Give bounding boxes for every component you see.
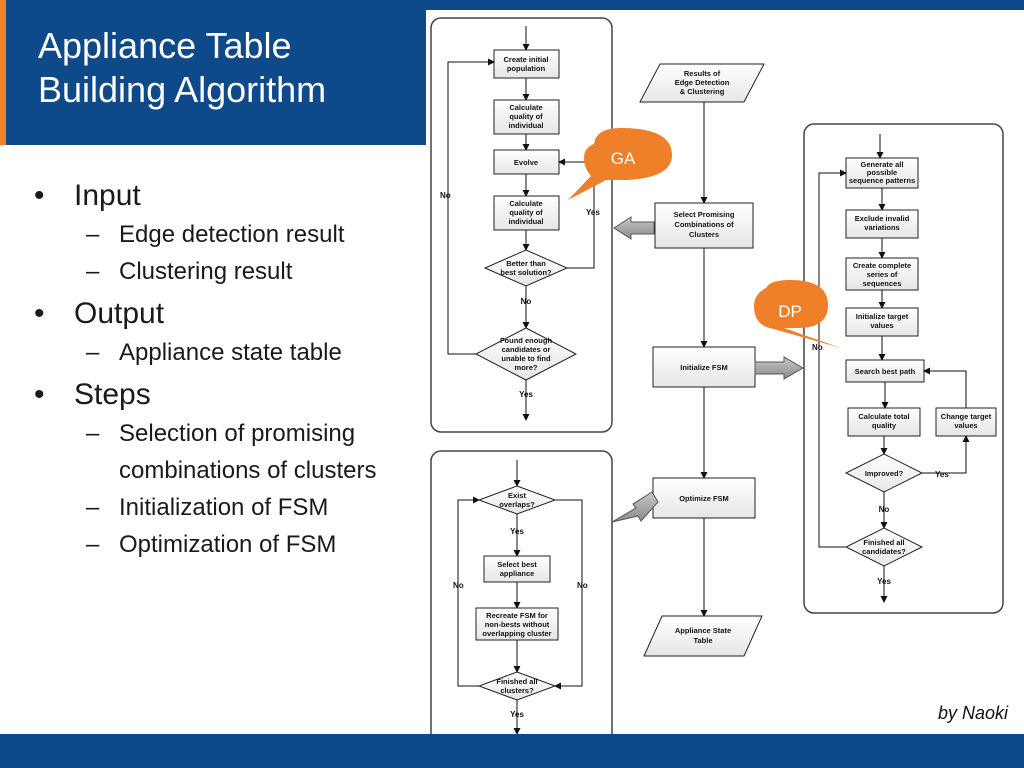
calc-total-node bbox=[847, 407, 921, 437]
opt-panel bbox=[430, 450, 613, 734]
sub-bullet-text: Clustering result bbox=[119, 258, 293, 285]
no-label: No bbox=[812, 343, 823, 352]
select-node bbox=[654, 202, 754, 249]
flow-arrow bbox=[447, 58, 495, 355]
no-label: No bbox=[440, 191, 451, 200]
no-label: No bbox=[453, 581, 464, 590]
footer-bar bbox=[0, 734, 1024, 768]
to-opt-arrow bbox=[611, 491, 659, 523]
no-label: No bbox=[879, 505, 890, 514]
flow-arrow bbox=[457, 496, 480, 687]
search-path-text: Search best path bbox=[855, 367, 916, 376]
output-node bbox=[643, 615, 763, 657]
yes-label: Yes bbox=[935, 470, 949, 479]
bullet-steps: • Steps bbox=[34, 375, 414, 415]
dp-callout-text: DP bbox=[778, 302, 802, 321]
title-line-1: Appliance Table bbox=[38, 25, 292, 66]
to-ga-arrow bbox=[613, 216, 655, 240]
bullet-dot: • bbox=[34, 179, 45, 212]
flow-arrow bbox=[818, 169, 847, 548]
sub-bullet-text: Selection of promising combinations of c… bbox=[119, 420, 377, 484]
sub-bullet: –Selection of promising combinations of … bbox=[86, 420, 377, 484]
sub-bullet-text: Appliance state table bbox=[119, 339, 342, 366]
sub-bullet-text: Optimization of FSM bbox=[119, 531, 337, 558]
bullet-label: Input bbox=[74, 179, 141, 212]
optimize-fsm-text: Optimize FSM bbox=[679, 494, 729, 503]
exclude-node bbox=[845, 209, 919, 239]
yes-label: Yes bbox=[519, 390, 533, 399]
improved-text: Improved? bbox=[865, 469, 904, 478]
sub-bullet-text: Initialization of FSM bbox=[119, 494, 329, 521]
yes-label: Yes bbox=[877, 577, 891, 586]
sub-bullet: –Optimization of FSM bbox=[86, 531, 337, 558]
results-node bbox=[639, 63, 765, 103]
calc-quality-node bbox=[493, 99, 560, 135]
flow-arrow bbox=[922, 435, 970, 474]
yes-label: Yes bbox=[510, 527, 524, 536]
title-line-2: Building Algorithm bbox=[38, 69, 327, 110]
yes-label: Yes bbox=[510, 710, 524, 719]
sub-bullet-text: Edge detection result bbox=[119, 221, 345, 248]
calc-quality-node-2 bbox=[493, 195, 560, 231]
sub-bullet: –Appliance state table bbox=[86, 339, 342, 366]
no-label: No bbox=[521, 297, 532, 306]
title-accent bbox=[0, 0, 6, 145]
yes-label: Yes bbox=[586, 208, 600, 217]
to-dp-arrow bbox=[754, 356, 804, 380]
ga-callout bbox=[568, 128, 672, 200]
evolve-text: Evolve bbox=[514, 158, 538, 167]
bullet-label: Steps bbox=[74, 378, 151, 411]
flow-arrow bbox=[554, 499, 583, 690]
optimize-fsm-node bbox=[652, 477, 756, 519]
bullet-list: • Input –Edge detection result –Clusterin… bbox=[34, 172, 414, 563]
dp-callout bbox=[754, 280, 841, 348]
credit: by Naoki bbox=[937, 703, 1008, 723]
bullet-input: • Input bbox=[34, 176, 414, 216]
ga-callout-text: GA bbox=[611, 149, 636, 168]
bullet-label: Output bbox=[74, 297, 165, 330]
sub-bullet: –Edge detection result bbox=[86, 221, 345, 248]
generate-node bbox=[845, 157, 919, 189]
no-label: No bbox=[577, 581, 588, 590]
slide-title: Appliance Table Building Algorithm bbox=[38, 24, 418, 112]
select-best-node bbox=[483, 555, 551, 583]
evolve-node bbox=[493, 149, 560, 175]
recreate-fsm-node bbox=[475, 607, 559, 641]
init-fsm-node bbox=[652, 346, 756, 388]
flow-arrow bbox=[558, 158, 595, 269]
sub-bullet: –Initialization of FSM bbox=[86, 494, 329, 521]
create-series-node bbox=[845, 257, 919, 291]
bullet-dot: • bbox=[34, 297, 45, 330]
sub-bullet: –Clustering result bbox=[86, 258, 293, 285]
flow-arrow bbox=[923, 367, 967, 408]
init-fsm-text: Initialize FSM bbox=[680, 363, 728, 372]
bullet-output: • Output bbox=[34, 294, 414, 334]
bullet-dot: • bbox=[34, 378, 45, 411]
